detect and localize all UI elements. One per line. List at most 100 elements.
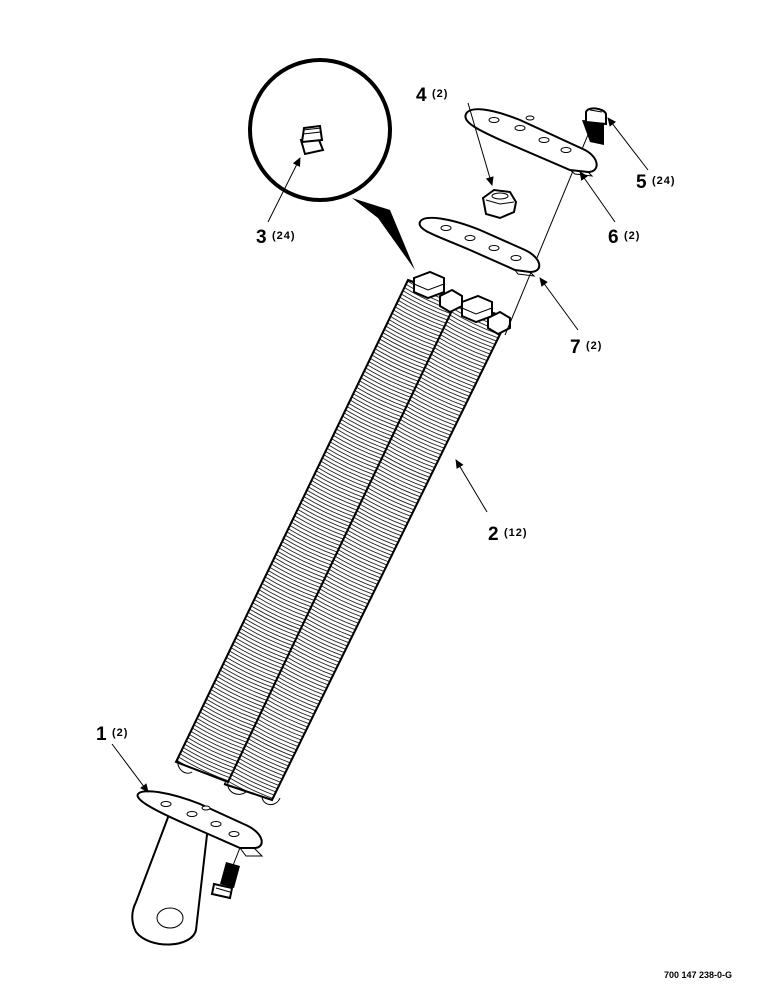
spring-coil (382, 324, 438, 351)
spring-coil (187, 732, 242, 760)
spring-coil (354, 381, 410, 409)
leader-6 (579, 171, 616, 223)
spring-coil (322, 449, 378, 477)
spring-coil (333, 427, 388, 454)
spring-coil (217, 668, 273, 696)
spring-coil (256, 588, 311, 615)
spring-coil (364, 362, 419, 390)
lower-plate-part-7 (418, 216, 541, 277)
spring-coil (196, 713, 251, 741)
spring-coil (367, 356, 422, 383)
svg-text:(12): (12) (504, 527, 528, 539)
spring-coil (365, 359, 421, 387)
spring-coil (393, 301, 448, 329)
spring-coil (305, 485, 361, 512)
spring-coil (233, 636, 288, 664)
svg-text:(2): (2) (624, 230, 640, 242)
spring-coil (191, 723, 247, 750)
spring-coil (254, 591, 310, 618)
spring-coil (205, 694, 261, 721)
spring-coil (376, 336, 431, 364)
spring-coil (270, 559, 325, 586)
spring-coil (290, 517, 345, 544)
svg-text:6: 6 (608, 227, 619, 248)
svg-text:3: 3 (256, 227, 267, 248)
spring-coil (276, 546, 331, 573)
spring-coil (277, 542, 333, 570)
detail-magnifier (248, 58, 415, 270)
svg-text:(2): (2) (586, 340, 602, 352)
spring-coil (239, 623, 294, 651)
spring-coil (223, 655, 279, 683)
spring-coil (245, 610, 301, 638)
spring-coil (210, 684, 265, 712)
spring-coil (273, 552, 328, 580)
spring-coil (385, 317, 441, 345)
spring-coil (390, 307, 445, 335)
document-id: 700 147 238-0-G (664, 970, 732, 980)
spring-coil (341, 410, 396, 438)
spring-coil (302, 491, 358, 519)
spring-coil (197, 710, 253, 738)
leader-3 (267, 157, 301, 223)
spring-coil (373, 343, 428, 371)
spring-coil (234, 633, 290, 660)
spring-coil (183, 739, 239, 767)
spring-coil (202, 700, 257, 728)
callout-5: 5 (24) (636, 172, 675, 193)
spring-coil (262, 575, 317, 602)
svg-text:(2): (2) (432, 88, 448, 100)
callout-3: 3 (24) (256, 227, 295, 248)
bolt-part-5 (582, 107, 607, 145)
spring-coil (219, 665, 274, 693)
spring-coil (307, 481, 362, 509)
callout-7: 7 (2) (570, 337, 602, 358)
spring-coil (327, 439, 382, 467)
callout-6: 6 (2) (608, 227, 640, 248)
spring-coil (384, 320, 439, 348)
spring-coil (331, 430, 387, 457)
spring-coil (396, 295, 451, 322)
spring-coil (236, 629, 291, 657)
spring-coil (330, 433, 385, 461)
spring-coil (319, 456, 374, 483)
spring-coil (356, 378, 411, 406)
spring-coil (279, 539, 334, 567)
spring-coil (211, 681, 267, 709)
spring-coil (203, 697, 259, 725)
spring-coil (240, 620, 296, 647)
spring-coil (313, 468, 368, 496)
svg-text:1: 1 (96, 724, 107, 745)
spring-coil (271, 555, 327, 583)
spring-coil (357, 375, 413, 403)
spring-coil (284, 530, 339, 557)
spring-coil (304, 488, 359, 515)
bottom-bolt (210, 862, 240, 900)
spring-coil (207, 691, 262, 718)
spring-coil (231, 639, 287, 667)
spring-coil (324, 446, 379, 474)
spring-coil (214, 674, 270, 702)
spring-coil (199, 707, 254, 734)
spring-coil (368, 352, 424, 380)
spring-coil (314, 465, 370, 493)
spring-coil (225, 652, 281, 680)
svg-text:2: 2 (488, 524, 499, 545)
spring-coil (260, 578, 316, 606)
spring-coil (243, 613, 299, 641)
spring-coil (177, 752, 233, 779)
spring-coil (336, 420, 391, 448)
spring-coil (348, 394, 404, 422)
svg-text:5: 5 (636, 172, 647, 193)
spring-coil (176, 755, 231, 782)
spring-coil (268, 562, 324, 589)
spring-coil (259, 581, 314, 609)
spring-coil (294, 507, 350, 535)
svg-text:4: 4 (416, 85, 427, 106)
spring-coil (190, 726, 245, 754)
spring-coil (208, 687, 264, 715)
spring-coil (347, 398, 402, 425)
spring-coil (387, 314, 442, 342)
spring-coil (310, 475, 365, 503)
